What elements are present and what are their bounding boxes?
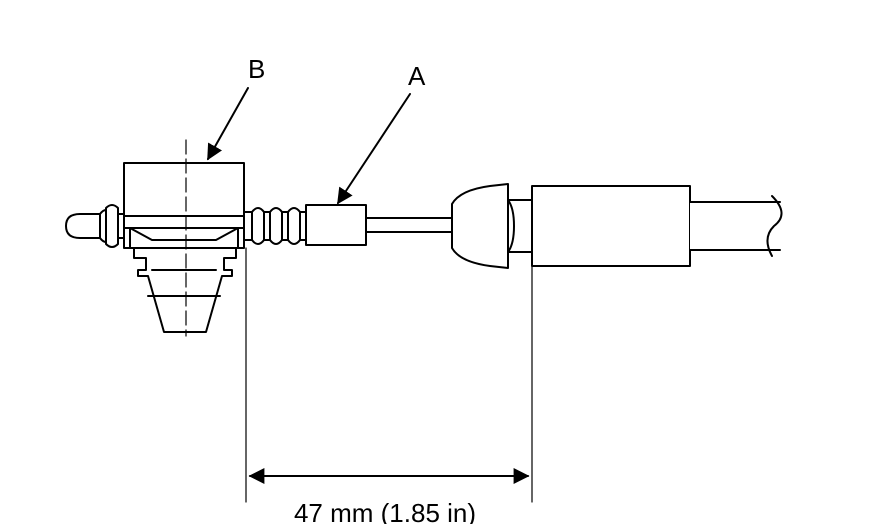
callout-b-leader bbox=[207, 87, 249, 161]
callout-a-leader bbox=[337, 93, 411, 205]
right-ribbed-boot bbox=[243, 207, 307, 245]
callout-b-label: B bbox=[248, 54, 265, 84]
inner-cable bbox=[365, 217, 453, 233]
cable-crimp-a bbox=[305, 204, 367, 246]
callout-a-label: A bbox=[408, 61, 426, 91]
dimension-label: 47 mm (1.85 in) bbox=[294, 498, 476, 524]
left-ribbed-boot bbox=[105, 204, 119, 248]
outer-casing bbox=[531, 185, 783, 267]
adjuster-nut-b bbox=[123, 162, 245, 333]
outer-casing-end bbox=[451, 183, 533, 269]
